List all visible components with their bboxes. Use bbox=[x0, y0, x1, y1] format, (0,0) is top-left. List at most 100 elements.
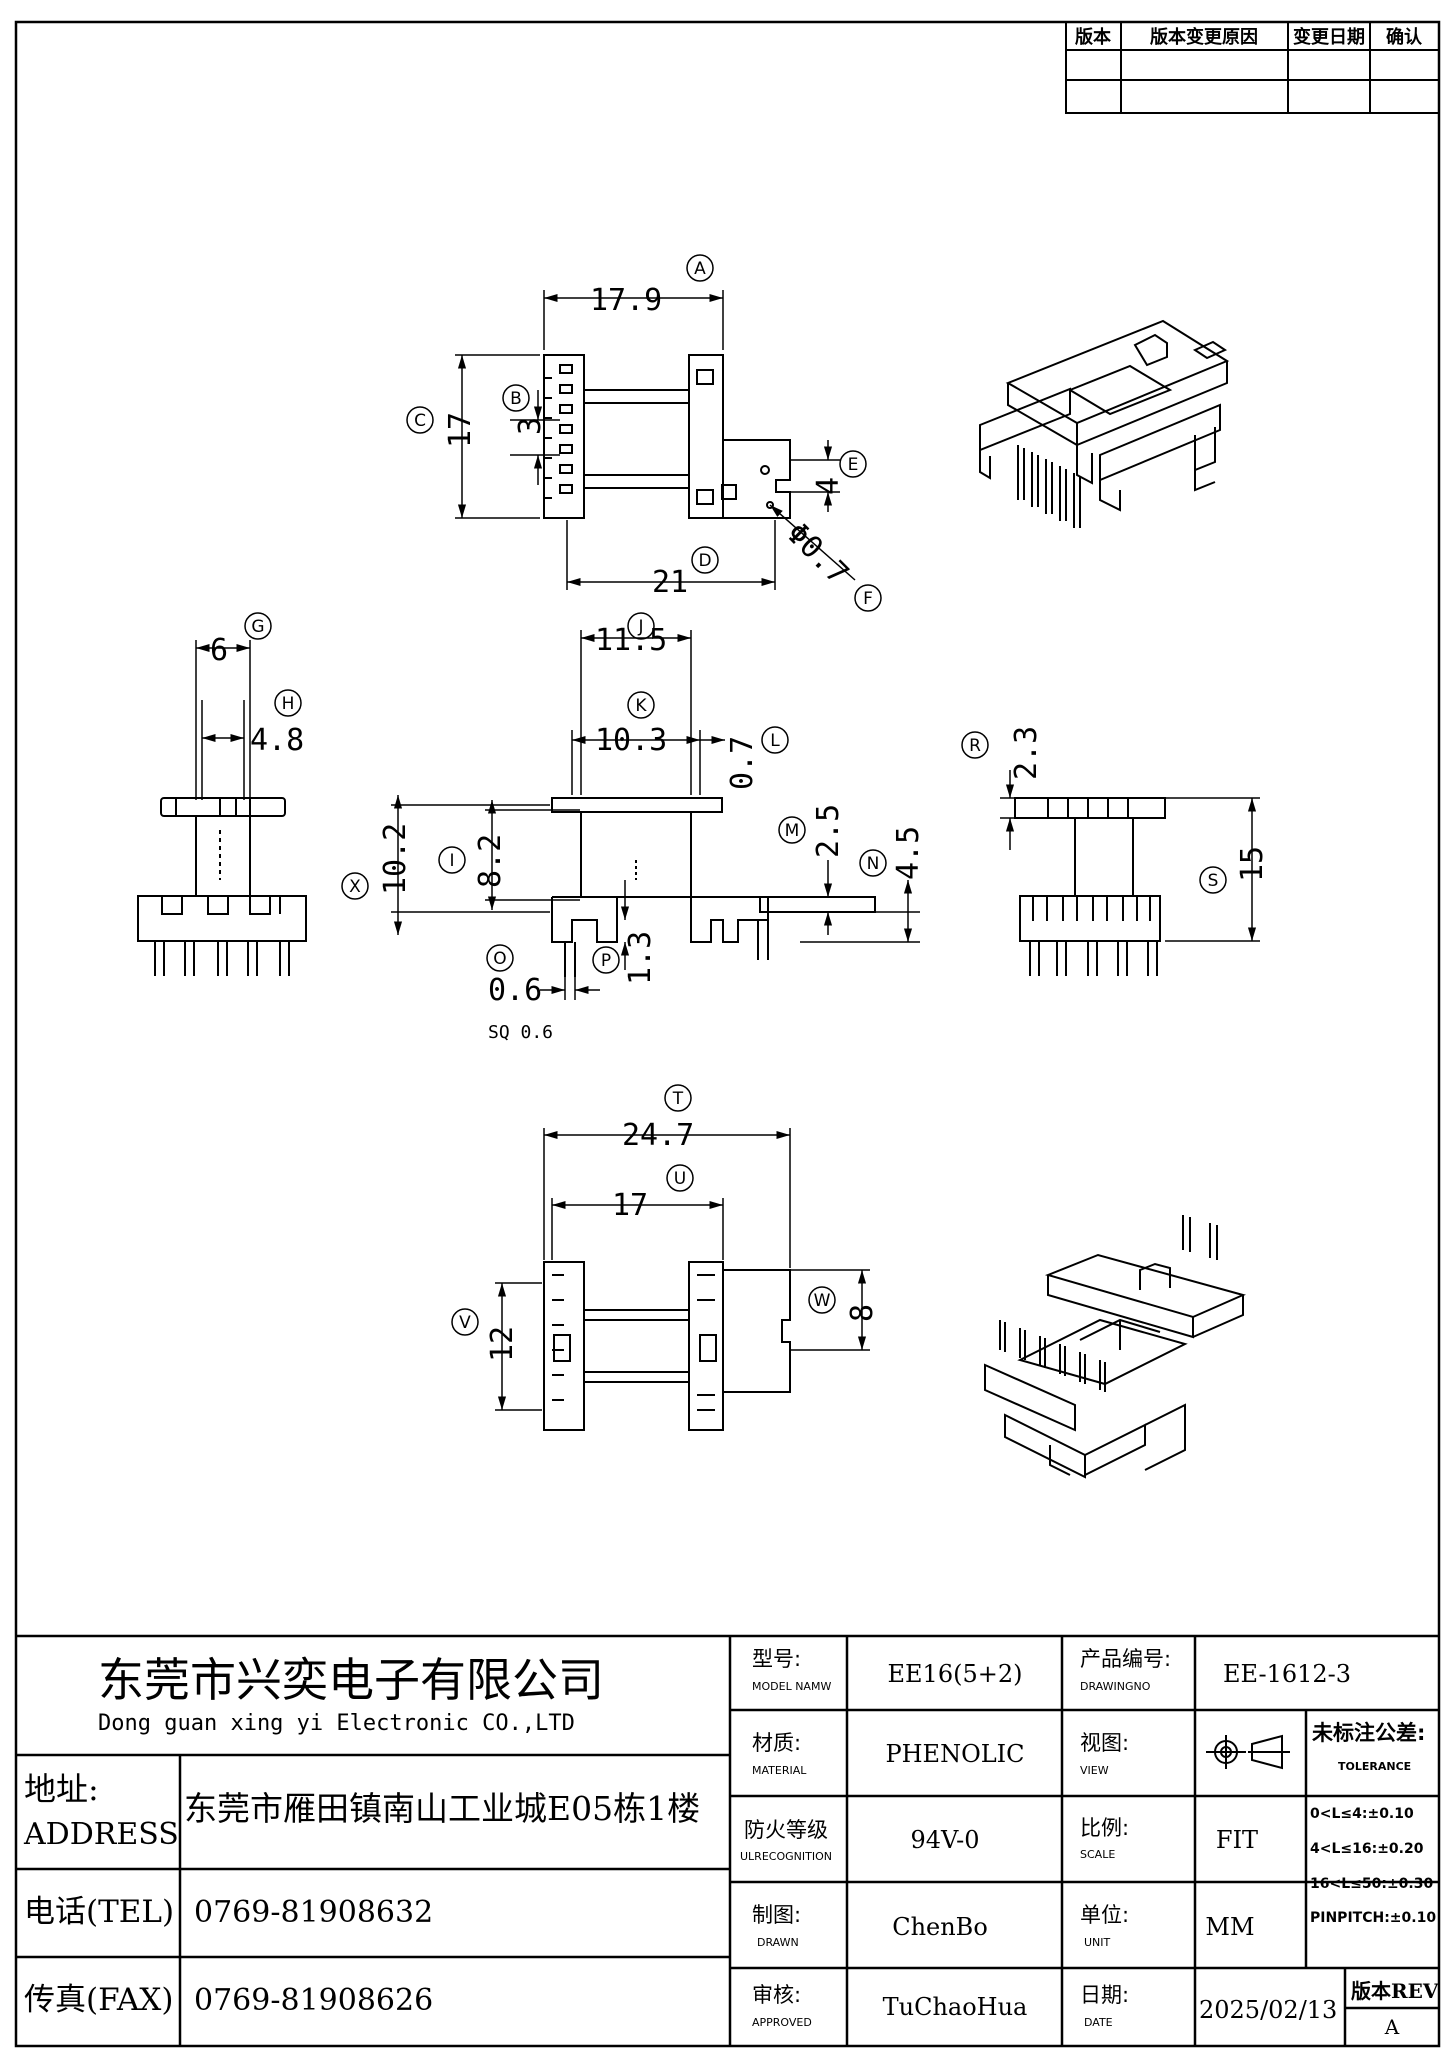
approved-label-cn: 审核: bbox=[752, 1983, 801, 2007]
side-view-left bbox=[137, 797, 307, 976]
front-view-dims bbox=[391, 630, 920, 1000]
model-value: EE16(5+2) bbox=[888, 1660, 1023, 1688]
tolerance-row-3: 16<L≤50:±0.30 bbox=[1310, 1876, 1433, 1892]
side-view-left-dims bbox=[195, 640, 251, 800]
company-name-en: Dong guan xing yi Electronic CO.,LTD bbox=[98, 1711, 575, 1736]
model-label-cn: 型号: bbox=[752, 1647, 801, 1671]
label-x: X bbox=[349, 877, 361, 897]
label-u: U bbox=[674, 1169, 686, 1189]
date-label-en: DATE bbox=[1084, 2016, 1113, 2029]
dim-top-height: 17 bbox=[443, 412, 478, 448]
label-f: F bbox=[863, 589, 873, 609]
dim-front-total-h: 10.2 bbox=[378, 823, 413, 895]
tel-value: 0769-81908632 bbox=[194, 1895, 433, 1930]
dim-bottom-tab: 8 bbox=[845, 1304, 880, 1322]
dim-top-tab: 4 bbox=[811, 477, 846, 495]
side-view-right-dims bbox=[1000, 770, 1260, 942]
tolerance-title-en: TOLERANCE bbox=[1338, 1760, 1411, 1773]
sheet-border bbox=[14, 20, 1441, 2048]
title-block-grid bbox=[16, 1634, 1439, 2046]
bottom-view-dims bbox=[495, 1128, 870, 1411]
label-l: L bbox=[770, 731, 780, 751]
label-k: K bbox=[635, 696, 647, 716]
scale-label-cn: 比例: bbox=[1080, 1816, 1129, 1840]
label-n: N bbox=[867, 854, 880, 874]
date-value: 2025/02/13 bbox=[1199, 1996, 1337, 2024]
drawn-value: ChenBo bbox=[892, 1913, 988, 1941]
dim-front-pin: 0.6 bbox=[488, 973, 542, 1008]
label-v: V bbox=[459, 1313, 471, 1333]
dim-top-width: 17.9 bbox=[590, 283, 662, 318]
isometric-view-top bbox=[979, 319, 1230, 528]
dim-side-flange-t: 2.3 bbox=[1009, 726, 1044, 780]
label-i: I bbox=[449, 851, 454, 871]
dim-side-flange: 6 bbox=[210, 633, 228, 668]
rev-label: 版本REV bbox=[1351, 1979, 1439, 2003]
company-name-cn: 东莞市兴奕电子有限公司 bbox=[98, 1653, 604, 1707]
label-s: S bbox=[1208, 871, 1219, 891]
top-view bbox=[543, 354, 791, 519]
address-label-cn: 地址: bbox=[24, 1770, 99, 1808]
label-g: G bbox=[251, 617, 264, 637]
dim-bottom-length: 24.7 bbox=[622, 1118, 694, 1153]
drawingno-value: EE-1612-3 bbox=[1223, 1660, 1351, 1688]
tolerance-row-4: PINPITCH:±0.10 bbox=[1310, 1910, 1436, 1926]
material-value: PHENOLIC bbox=[885, 1740, 1024, 1768]
dim-front-outer: 11.5 bbox=[595, 623, 667, 658]
label-d: D bbox=[698, 551, 711, 571]
label-r: R bbox=[969, 736, 981, 756]
dim-front-wall: 0.7 bbox=[725, 736, 760, 790]
label-h: H bbox=[282, 694, 295, 714]
pin-note: SQ 0.6 bbox=[488, 1022, 553, 1043]
flame-value: 94V-0 bbox=[910, 1826, 979, 1854]
flame-label-en: ULRECOGNITION bbox=[740, 1850, 832, 1863]
tolerance-title-cn: 未标注公差: bbox=[1312, 1721, 1425, 1745]
label-c: C bbox=[414, 411, 426, 431]
dim-bottom-body: 17 bbox=[612, 1188, 648, 1223]
model-label-en: MODEL NAMW bbox=[752, 1680, 831, 1693]
unit-value: MM bbox=[1205, 1913, 1254, 1941]
address-value: 东莞市雁田镇南山工业城E05栋1楼 bbox=[184, 1789, 700, 1828]
label-t: T bbox=[672, 1089, 684, 1109]
side-view-right bbox=[1014, 797, 1166, 976]
dim-front-window-h: 8.2 bbox=[473, 834, 508, 888]
label-o: O bbox=[493, 949, 506, 969]
bottom-view bbox=[543, 1261, 791, 1431]
fax-label: 传真(FAX) bbox=[24, 1982, 173, 2018]
unit-label-en: UNIT bbox=[1084, 1936, 1111, 1949]
rev-value: A bbox=[1384, 2015, 1400, 2039]
dim-top-total: 21 bbox=[652, 565, 688, 600]
rev-header-date: 变更日期 bbox=[1293, 26, 1365, 48]
flame-label-cn: 防火等级 bbox=[744, 1818, 828, 1842]
approved-value: TuChaoHua bbox=[883, 1993, 1028, 2021]
tolerance-row-1: 0<L≤4:±0.10 bbox=[1310, 1806, 1414, 1822]
view-label-cn: 视图: bbox=[1080, 1731, 1129, 1755]
drawn-label-cn: 制图: bbox=[752, 1903, 801, 1927]
front-view bbox=[551, 797, 876, 977]
isometric-view-bottom bbox=[984, 1215, 1246, 1479]
dim-front-base: 4.5 bbox=[891, 826, 926, 880]
scale-label-en: SCALE bbox=[1080, 1848, 1115, 1861]
projection-symbol-icon bbox=[1206, 1734, 1290, 1770]
dim-bottom-width: 12 bbox=[485, 1326, 520, 1362]
rev-header-confirm: 确认 bbox=[1386, 26, 1423, 48]
label-a: A bbox=[694, 259, 706, 279]
rev-header-version: 版本 bbox=[1075, 26, 1111, 48]
drawingno-label-en: DRAWINGNO bbox=[1080, 1680, 1151, 1693]
label-w: W bbox=[814, 1291, 831, 1311]
label-e: E bbox=[848, 455, 859, 475]
dim-front-inner: 10.3 bbox=[595, 723, 667, 758]
label-j: J bbox=[637, 617, 643, 637]
label-m: M bbox=[785, 821, 800, 841]
dim-top-slot: 3 bbox=[513, 417, 548, 435]
label-p: P bbox=[601, 951, 611, 971]
top-view-dims bbox=[455, 290, 856, 590]
material-label-cn: 材质: bbox=[752, 1731, 801, 1755]
dim-top-hole: Φ0.7 bbox=[779, 516, 855, 592]
fax-value: 0769-81908626 bbox=[194, 1983, 433, 2018]
drawingno-label-cn: 产品编号: bbox=[1080, 1647, 1171, 1671]
view-label-en: VIEW bbox=[1080, 1764, 1109, 1777]
unit-label-cn: 单位: bbox=[1080, 1903, 1129, 1927]
drawn-label-en: DRAWN bbox=[757, 1936, 799, 1949]
